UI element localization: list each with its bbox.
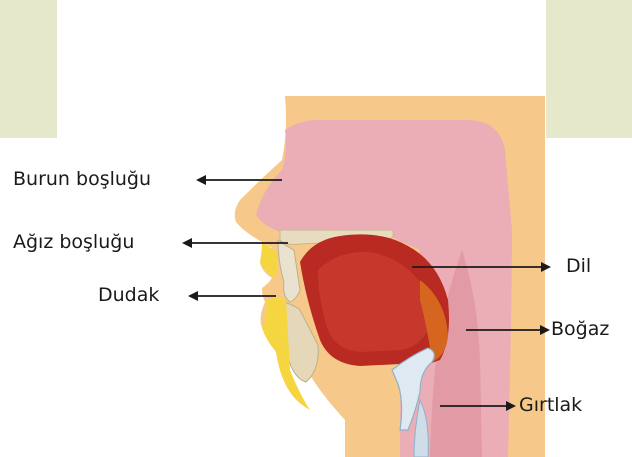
label-nasal-cavity: Burun boşluğu	[13, 170, 151, 189]
label-throat: Boğaz	[551, 320, 609, 339]
label-lip: Dudak	[98, 286, 159, 305]
label-tongue: Dil	[566, 257, 591, 276]
label-oral-cavity: Ağız boşluğu	[13, 233, 134, 252]
label-larynx: Gırtlak	[519, 396, 582, 415]
